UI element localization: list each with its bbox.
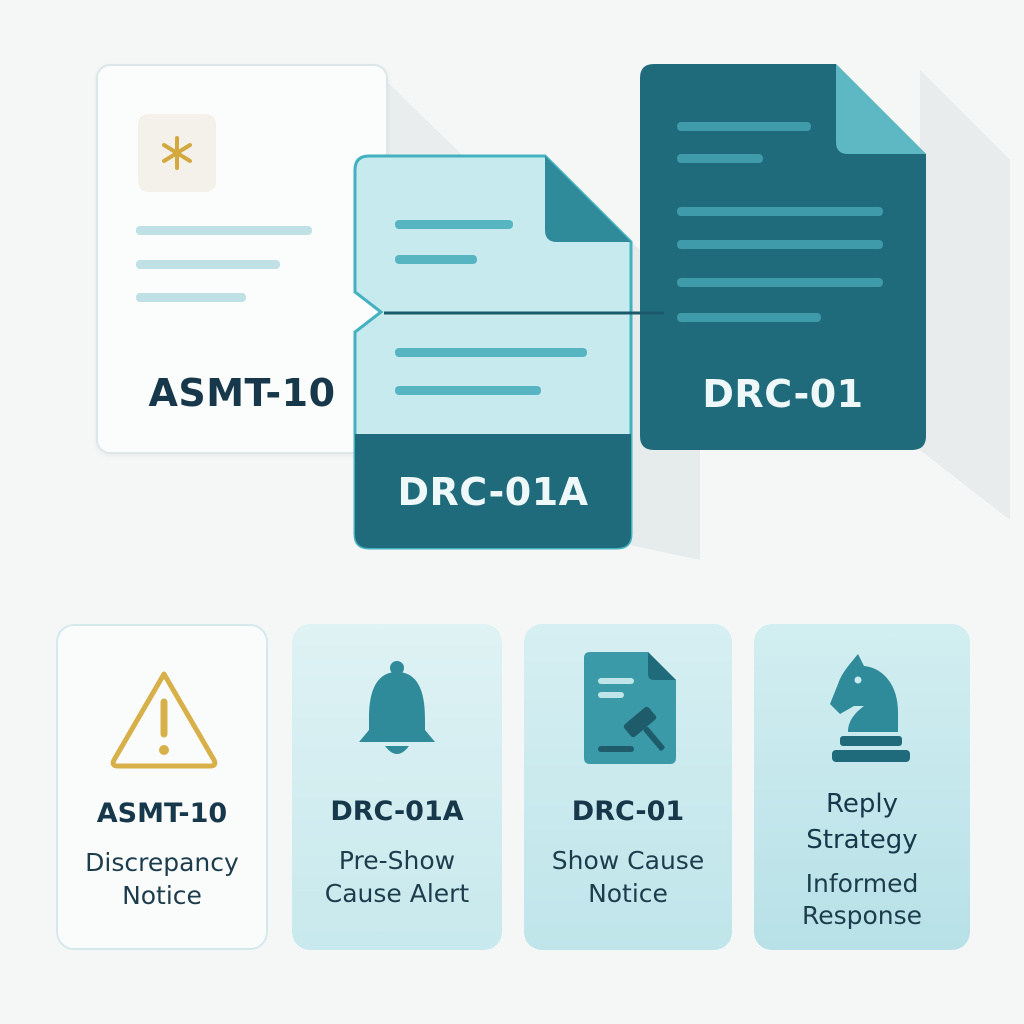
warning-icon [110, 671, 218, 769]
card-drc01[interactable]: DRC-01 Show Cause Notice [524, 624, 732, 950]
drc01a-text-line [395, 255, 477, 264]
card-desc-line2: Notice [588, 879, 668, 908]
drc01a-text-line [395, 386, 541, 395]
card-desc-line1: Show Cause [551, 846, 705, 875]
asmt-text-line [136, 260, 280, 269]
asmt-text-line [136, 293, 246, 302]
asterisk-icon [162, 136, 192, 170]
card-drc01a[interactable]: DRC-01A Pre-Show Cause Alert [292, 624, 502, 950]
card-code: ASMT-10 [96, 798, 228, 829]
card-desc-line1: Pre-Show [338, 846, 456, 875]
drc01-text-line [677, 240, 883, 249]
drc01a-text-line [395, 220, 513, 229]
gavel-document-icon [584, 652, 676, 764]
drc01-text-line [677, 122, 811, 131]
card-desc-line2: Response [801, 901, 923, 930]
card-desc-line1: Informed [805, 869, 919, 898]
drc01-text-line [677, 207, 883, 216]
drc01-text-line [677, 278, 883, 287]
drc01-document-label: DRC-01 [702, 372, 864, 416]
card-title-line1: Reply [825, 789, 898, 819]
card-desc-line1: Discrepancy [85, 848, 239, 877]
asmt-document-label: ASMT-10 [148, 371, 336, 415]
bell-icon [359, 661, 435, 754]
card-desc-line2: Notice [122, 881, 202, 910]
card-desc-line2: Cause Alert [324, 879, 470, 908]
card-code: DRC-01 [571, 796, 685, 827]
asmt-document: ASMT-10 [96, 64, 388, 454]
card-code: DRC-01A [330, 796, 464, 827]
drc01a-text-line [395, 348, 587, 357]
chess-knight-icon [830, 654, 910, 762]
card-title-line2: Strategy [806, 825, 918, 855]
card-asmt10[interactable]: ASMT-10 Discrepancy Notice [56, 624, 268, 950]
drc01-text-line [677, 154, 763, 163]
asmt-badge [138, 114, 216, 192]
card-reply-strategy[interactable]: Reply Strategy Informed Response [754, 624, 970, 950]
asmt-text-line [136, 226, 312, 235]
drc01-text-line [677, 313, 821, 322]
drc01a-document-label: DRC-01A [397, 470, 589, 514]
